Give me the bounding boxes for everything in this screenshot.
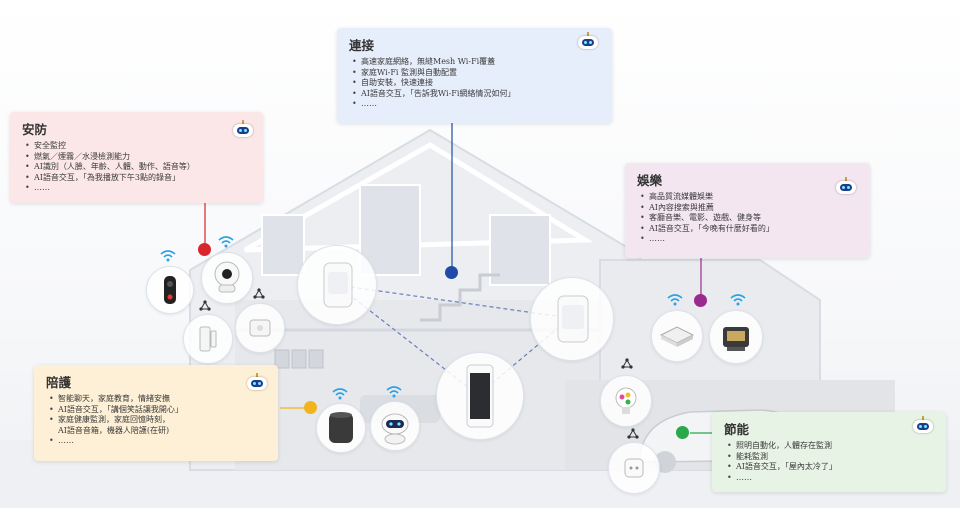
- list-item-line: 家庭健康監測，家庭回憶時刻，: [58, 415, 170, 424]
- wifi-icon: [332, 388, 348, 400]
- router-icon: [436, 352, 524, 440]
- entertainment-title: 娛樂: [637, 173, 663, 188]
- list-item: 家庭Wi-Fi 監測與自動配置: [352, 68, 602, 79]
- list-item: 能耗監測: [727, 452, 936, 463]
- list-item: AI識別（人臉、年齡、人體、動作、語音等）: [25, 162, 253, 173]
- share-icon: [199, 300, 211, 311]
- list-item: 高速家庭網絡，無縫Mesh Wi-Fi覆蓋: [352, 57, 602, 68]
- list-item-line: AI語音音箱，機器人陪護(在研): [58, 425, 170, 435]
- router-icon: [530, 277, 614, 361]
- projector-icon: [709, 310, 763, 364]
- wifi-icon: [386, 386, 402, 398]
- entertainment-list: 高品質流媒體娛樂 AI內容搜索與推薦 客廳音樂、電影、遊戲、健身等 AI語音交互…: [637, 192, 860, 245]
- security-dot: [198, 243, 211, 256]
- list-item: AI語音交互，「講個笑話讓我開心」: [49, 405, 268, 416]
- connect-list: 高速家庭網絡，無縫Mesh Wi-Fi覆蓋 家庭Wi-Fi 監測與自動配置 自助…: [349, 57, 602, 110]
- security-card: 安防 安全監控 燃氣／煙霧／水浸檢測能力 AI識別（人臉、年齡、人體、動作、語音…: [10, 112, 263, 203]
- companion-title: 陪護: [46, 375, 72, 390]
- sensor-icon: [183, 314, 233, 364]
- list-item: ……: [25, 183, 253, 194]
- set-top-box-icon: [651, 310, 703, 362]
- robot-icon: [577, 32, 599, 49]
- list-item: 客廳音樂、電影、遊戲、健身等: [640, 213, 860, 224]
- connect-dot: [445, 266, 458, 279]
- list-item: 自助安裝，快速連接: [352, 78, 602, 89]
- list-item: AI語音交互，「告訴我Wi-Fi網絡情況如何」: [352, 89, 602, 100]
- list-item: 安全監控: [25, 141, 253, 152]
- energy-dot: [676, 426, 689, 439]
- robot-icon: [232, 120, 254, 137]
- companion-list: 智能聊天，家庭教育，情緒安撫 AI語音交互，「講個笑話讓我開心」 家庭健康監測，…: [46, 394, 268, 447]
- share-icon: [627, 428, 639, 439]
- list-item: ……: [727, 473, 936, 484]
- list-item: ……: [352, 99, 602, 110]
- list-item: AI內容搜索與推薦: [640, 203, 860, 214]
- robot-icon: [246, 373, 268, 390]
- list-item: AI語音交互，「今晚有什麼好看的」: [640, 224, 860, 235]
- list-item: AI語音交互，「為我播放下午3點的錄音」: [25, 173, 253, 184]
- bulb-icon: [600, 375, 652, 427]
- security-list: 安全監控 燃氣／煙霧／水浸檢測能力 AI識別（人臉、年齡、人體、動作、語音等） …: [22, 141, 253, 194]
- wifi-icon: [667, 294, 683, 306]
- share-icon: [253, 288, 265, 299]
- speaker-icon: [316, 403, 366, 453]
- wifi-icon: [730, 294, 746, 306]
- robot-companion-icon: [370, 401, 420, 451]
- robot-icon: [912, 416, 934, 433]
- connect-title: 連接: [349, 38, 375, 53]
- list-item: 智能聊天，家庭教育，情緒安撫: [49, 394, 268, 405]
- robot-icon: [835, 177, 857, 194]
- plug-icon: [608, 442, 660, 494]
- sensor-icon: [235, 303, 285, 353]
- wifi-icon: [160, 250, 176, 262]
- entertainment-card: 娛樂 高品質流媒體娛樂 AI內容搜索與推薦 客廳音樂、電影、遊戲、健身等 AI語…: [625, 163, 870, 258]
- router-icon: [297, 245, 377, 325]
- share-icon: [621, 358, 633, 369]
- list-item: ……: [49, 436, 268, 447]
- energy-card: 節能 照明自動化，人體存在監測 能耗監測 AI語音交互，「屋內太冷了」 ……: [712, 412, 946, 492]
- companion-card: 陪護 智能聊天，家庭教育，情緒安撫 AI語音交互，「講個笑話讓我開心」 家庭健康…: [34, 365, 278, 461]
- entertainment-dot: [694, 294, 707, 307]
- energy-title: 節能: [724, 422, 750, 437]
- list-item: 家庭健康監測，家庭回憶時刻，AI語音音箱，機器人陪護(在研): [49, 415, 268, 436]
- security-title: 安防: [22, 122, 48, 137]
- doorbell-icon: [146, 266, 194, 314]
- list-item: 燃氣／煙霧／水浸檢測能力: [25, 152, 253, 163]
- list-item: 照明自動化，人體存在監測: [727, 441, 936, 452]
- camera-icon: [201, 252, 253, 304]
- wifi-icon: [218, 236, 234, 248]
- energy-list: 照明自動化，人體存在監測 能耗監測 AI語音交互，「屋內太冷了」 ……: [724, 441, 936, 483]
- companion-dot: [304, 401, 317, 414]
- list-item: 高品質流媒體娛樂: [640, 192, 860, 203]
- list-item: ……: [640, 234, 860, 245]
- list-item: AI語音交互，「屋內太冷了」: [727, 462, 936, 473]
- connect-card: 連接 高速家庭網絡，無縫Mesh Wi-Fi覆蓋 家庭Wi-Fi 監測與自動配置…: [337, 28, 612, 123]
